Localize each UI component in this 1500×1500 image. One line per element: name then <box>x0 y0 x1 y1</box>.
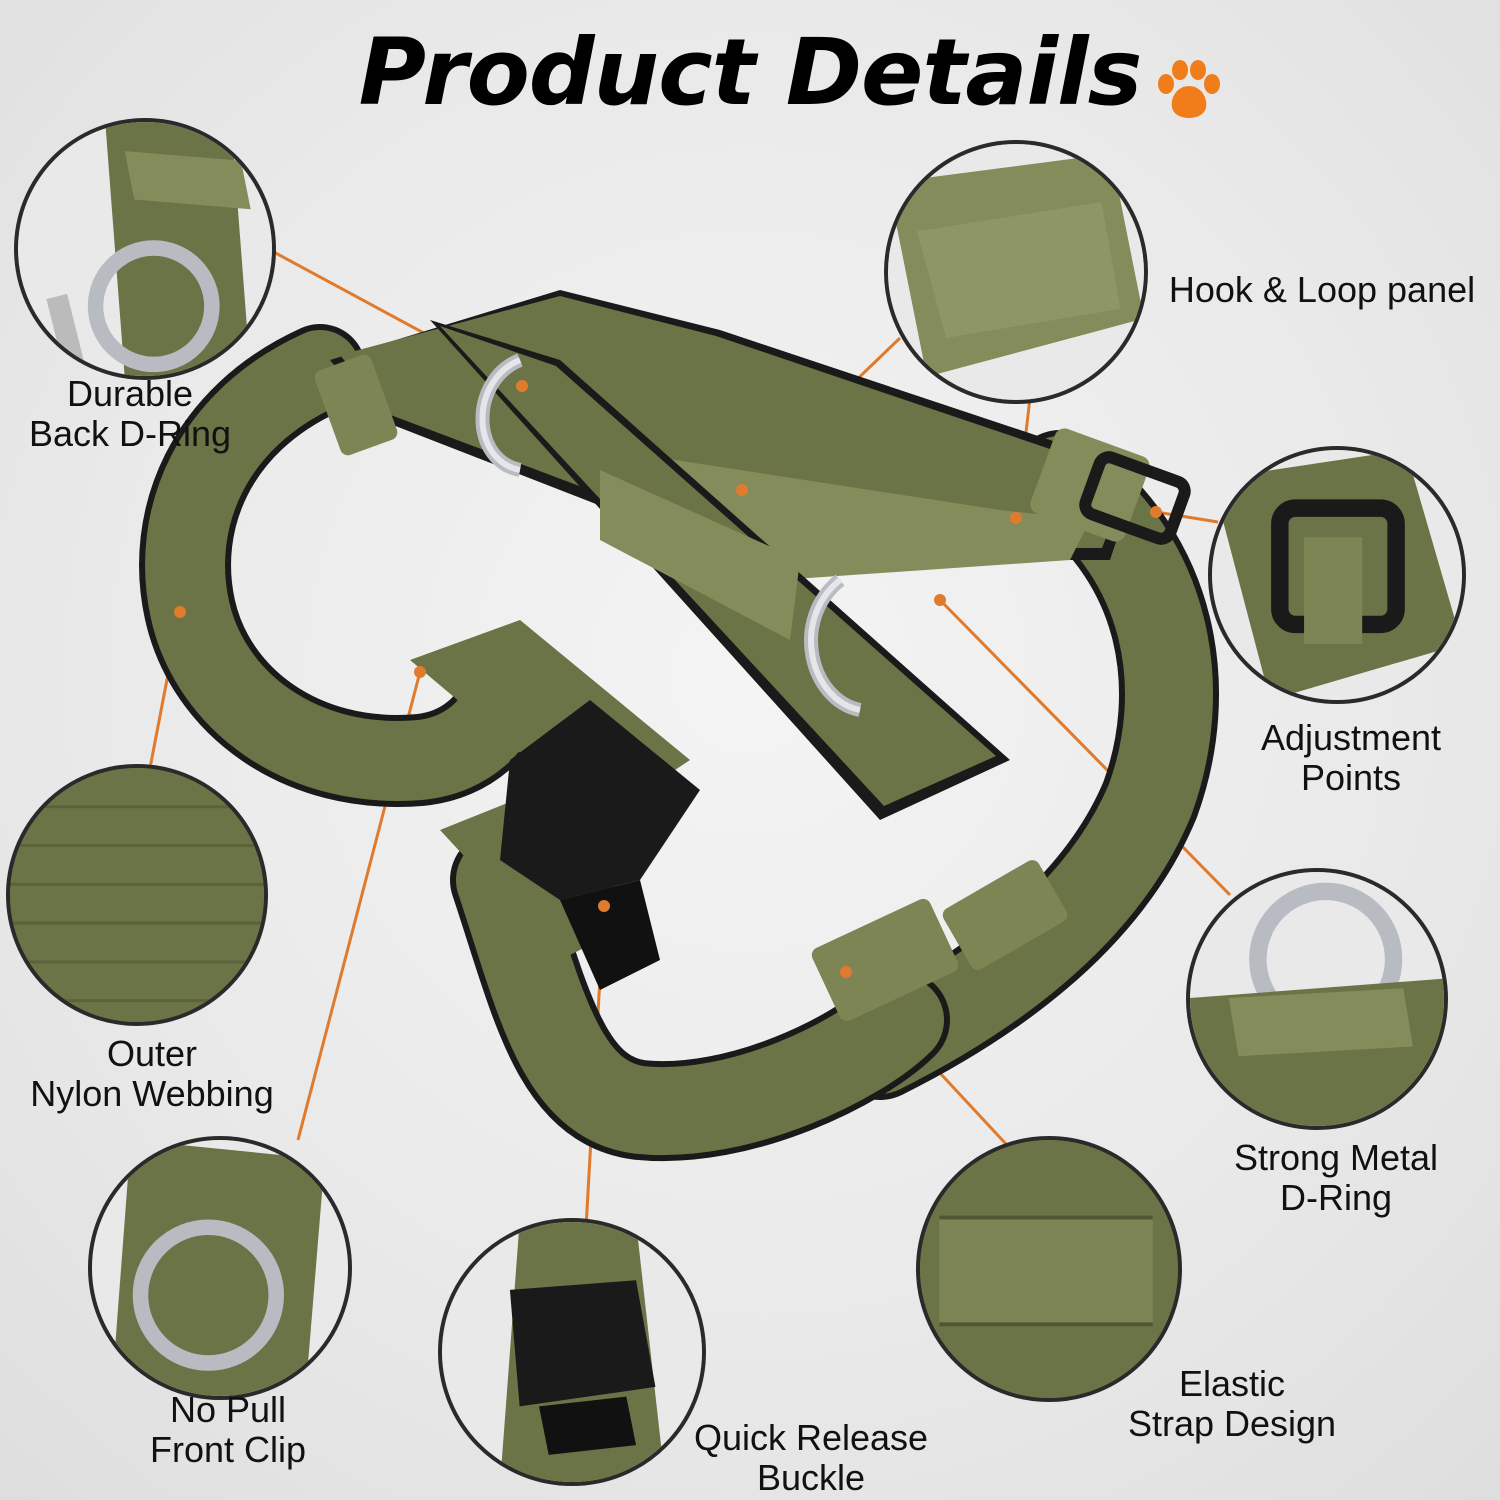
strong-metal-d-ring-detail <box>1186 868 1448 1130</box>
paw-icon <box>1158 60 1220 118</box>
label-strong-metal-d-ring: Strong Metal D-Ring <box>1233 1137 1439 1218</box>
label-hook-loop-panel: Hook & Loop panel <box>1168 269 1476 310</box>
quick-release-buckle-detail <box>438 1218 706 1486</box>
label-outer-nylon-webbing: Outer Nylon Webbing <box>30 1033 274 1114</box>
back-d-ring <box>475 353 524 477</box>
label-no-pull-front-clip: No Pull Front Clip <box>149 1389 307 1470</box>
label-adjustment-points: Adjustment Points <box>1260 717 1442 798</box>
elastic-strap-design-detail <box>916 1136 1182 1402</box>
label-elastic-strap-design: Elastic Strap Design <box>1127 1363 1337 1444</box>
right-loop-strap <box>830 430 1219 1100</box>
quick-release-buckle <box>500 700 700 990</box>
left-loop-strap <box>139 324 546 807</box>
page-title: Product Details <box>358 19 1143 126</box>
bottom-strap <box>450 830 950 1162</box>
back-d-ring-detail <box>14 118 276 380</box>
no-pull-front-clip-detail <box>88 1136 352 1400</box>
adjustment-points-detail <box>1208 446 1466 704</box>
front-d-ring <box>804 574 862 717</box>
hook-loop-panel-detail <box>884 140 1148 404</box>
label-quick-release-buckle: Quick Release Buckle <box>693 1417 929 1498</box>
label-back-d-ring: Durable Back D-Ring <box>28 373 232 454</box>
center-strap <box>430 320 1010 820</box>
outer-nylon-webbing-detail <box>6 764 268 1026</box>
